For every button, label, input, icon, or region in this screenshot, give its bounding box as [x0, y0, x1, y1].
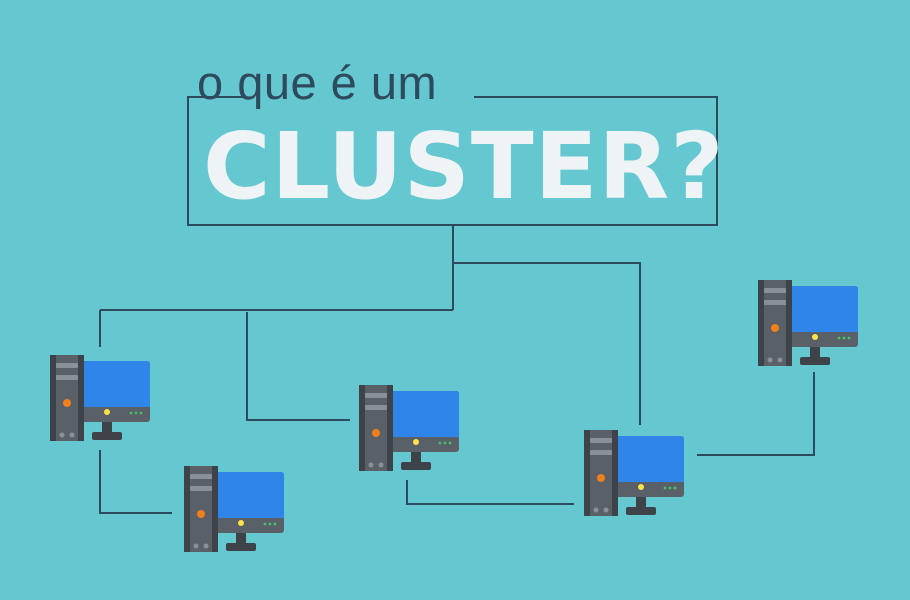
computer-1 — [50, 355, 154, 447]
desktop-computer-icon — [50, 355, 150, 441]
subtitle: o que é um — [197, 56, 438, 109]
link-computer-1-to-2 — [99, 450, 172, 514]
desktop-computer-icon — [584, 430, 684, 516]
link-to-computer-3 — [246, 312, 350, 421]
link-to-computer-4 — [453, 262, 641, 425]
link-computer-4-to-5 — [697, 372, 815, 456]
computer-4 — [584, 430, 688, 522]
computer-5 — [758, 280, 862, 372]
computer-2 — [184, 466, 288, 558]
desktop-computer-icon — [758, 280, 858, 366]
link-computer-3-to-4 — [406, 480, 574, 505]
desktop-computer-icon — [184, 466, 284, 552]
desktop-computer-icon — [359, 385, 459, 471]
page-title: CLUSTER? — [203, 113, 725, 220]
computer-3 — [359, 385, 463, 477]
